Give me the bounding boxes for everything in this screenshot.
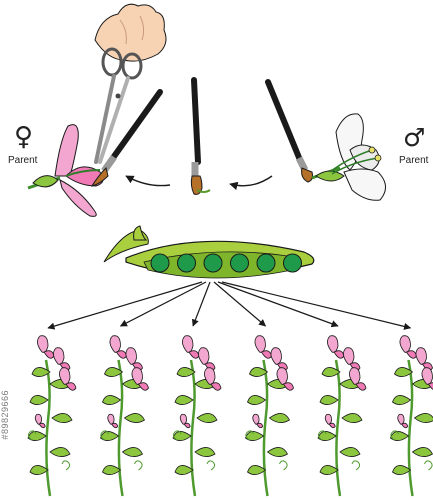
offspring-plant-icon bbox=[27, 335, 77, 497]
female-flower-icon bbox=[27, 124, 104, 217]
male-parent-label: Parent bbox=[399, 155, 429, 166]
offspring-arrow bbox=[191, 281, 211, 327]
pea-icon bbox=[230, 253, 249, 273]
transfer-arrow bbox=[229, 175, 273, 191]
offspring-arrow bbox=[47, 281, 203, 330]
female-symbol: ♀ bbox=[14, 122, 34, 152]
pea-icon bbox=[203, 253, 223, 273]
peas-group bbox=[150, 253, 302, 273]
pea-icon bbox=[256, 253, 276, 273]
paintbrush-icon bbox=[265, 79, 313, 183]
offspring-arrow bbox=[213, 281, 267, 327]
offspring-plant-icon bbox=[245, 335, 294, 497]
paintbrush-icon bbox=[190, 77, 211, 195]
pea-icon bbox=[150, 253, 170, 273]
hand-icon bbox=[94, 3, 167, 62]
offspring-arrows bbox=[47, 281, 412, 330]
scissors-icon bbox=[94, 47, 143, 164]
offspring-plant-icon bbox=[390, 335, 433, 497]
offspring-arrow bbox=[221, 281, 412, 330]
female-parent-label: Parent bbox=[8, 155, 38, 166]
male-symbol: ♂ bbox=[403, 123, 426, 152]
male-flower-icon bbox=[311, 113, 386, 201]
offspring-arrow bbox=[217, 281, 339, 328]
watermark-id: #89829666 bbox=[0, 390, 10, 440]
offspring-arrow bbox=[119, 281, 207, 327]
offspring-plant-icon bbox=[172, 335, 222, 497]
offspring-row bbox=[27, 335, 433, 497]
offspring-plant-icon bbox=[317, 335, 367, 497]
pea-icon bbox=[283, 253, 302, 273]
offspring-plant-icon bbox=[100, 335, 149, 497]
paintbrush-icon bbox=[90, 89, 163, 187]
transfer-arrow bbox=[125, 175, 171, 187]
pea-icon bbox=[177, 253, 196, 273]
